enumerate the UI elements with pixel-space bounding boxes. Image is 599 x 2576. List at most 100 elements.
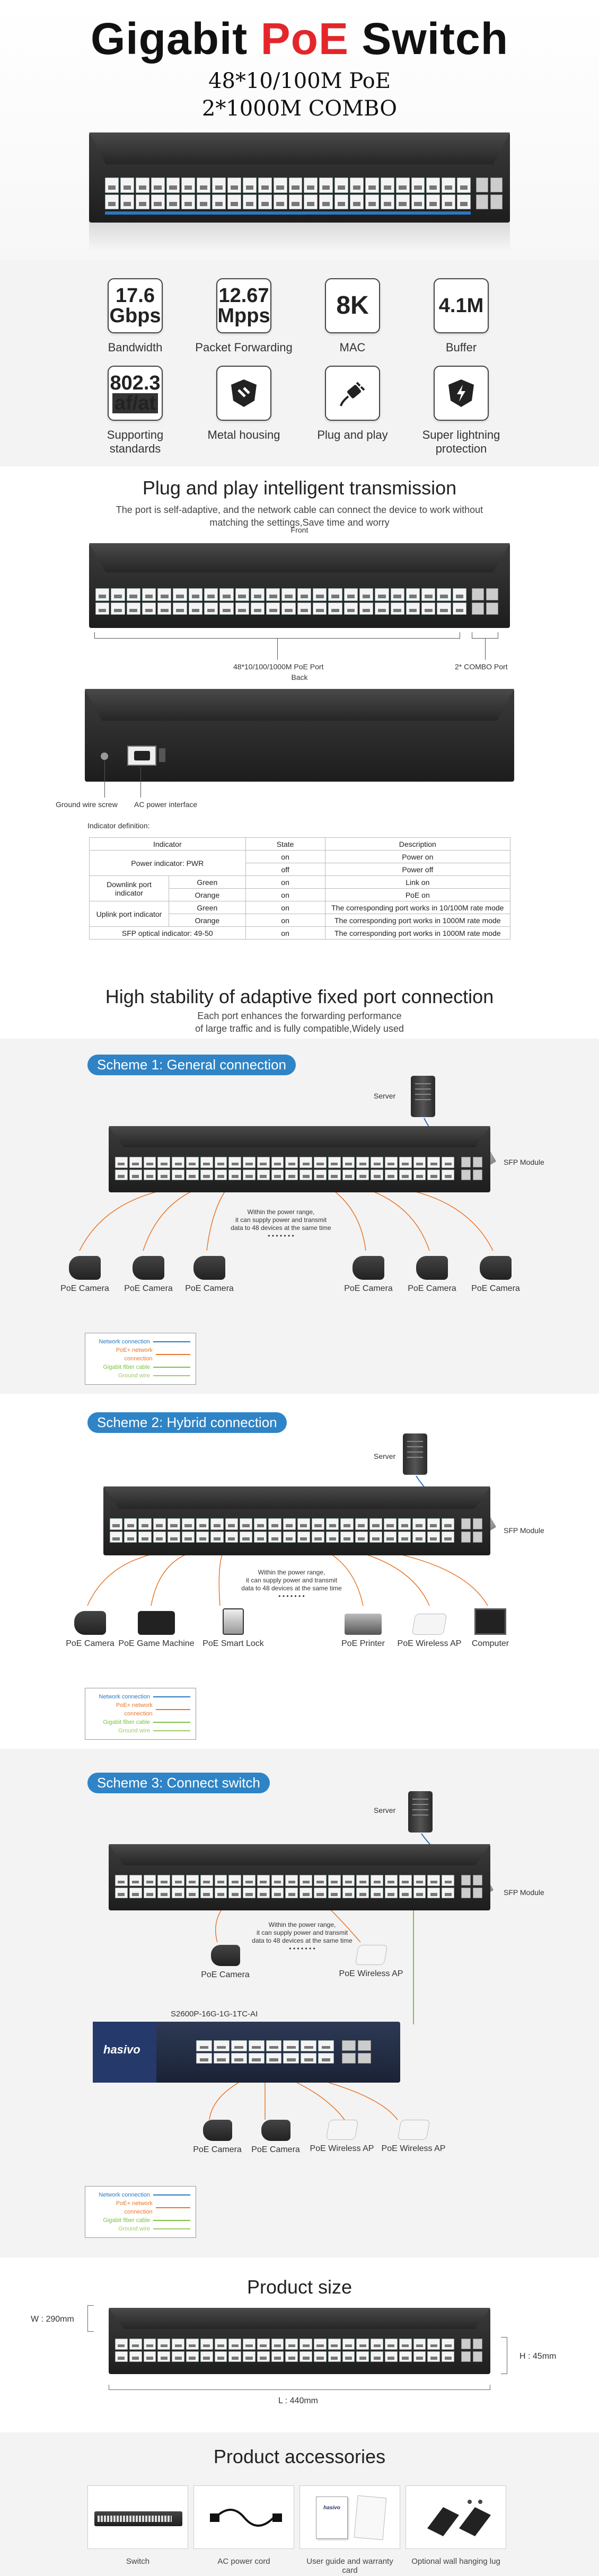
rj45-port	[204, 602, 218, 615]
rj45-port	[124, 1531, 137, 1543]
rj45-port	[173, 588, 187, 601]
rj45-port	[283, 2040, 300, 2051]
rj45-port	[342, 1887, 355, 1898]
ac-label: AC power interface	[134, 800, 198, 809]
rj45-port	[380, 194, 394, 209]
rj45-port	[427, 2339, 441, 2350]
rj45-port	[383, 1518, 397, 1530]
section-title: Product size	[246, 2276, 353, 2298]
rj45-port	[166, 178, 180, 193]
rj45-port	[115, 2351, 128, 2362]
wireless-ap-icon	[325, 2120, 358, 2140]
rj45-port	[369, 1531, 382, 1543]
feature-label: MAC	[339, 341, 366, 354]
rj45-port	[157, 2339, 171, 2350]
rj45-port	[457, 178, 471, 193]
switch-front-image	[89, 132, 510, 223]
rj45-port	[285, 1887, 298, 1898]
rj45-port	[225, 1531, 238, 1543]
rj45-port	[385, 1157, 398, 1168]
scheme-1-section: Scheme 1: General connection Server SFP …	[0, 1039, 599, 1394]
rj45-port	[421, 602, 436, 615]
rj45-port	[181, 178, 196, 193]
printer-icon	[345, 1614, 382, 1635]
rj45-port	[214, 2339, 227, 2350]
rj45-port	[314, 2339, 327, 2350]
rj45-port	[129, 2351, 142, 2362]
camera-icon	[210, 1945, 240, 1966]
rj45-port	[297, 588, 312, 601]
rj45-port	[371, 1875, 384, 1886]
rj45-port	[328, 1157, 341, 1168]
rj45-port	[227, 194, 241, 209]
rj45-port	[257, 2351, 270, 2362]
rj45-port	[319, 194, 333, 209]
rj45-port	[115, 1887, 128, 1898]
rj45-port	[442, 2351, 454, 2362]
feature-label: Packet Forwarding	[195, 341, 293, 354]
game-console-icon	[138, 1611, 175, 1635]
connection-lines	[209, 1833, 472, 2120]
rj45-port	[313, 588, 327, 601]
rj45-port	[186, 1875, 199, 1886]
rj45-port	[250, 602, 265, 615]
table-cell: Green	[169, 875, 246, 889]
rj45-port	[300, 1887, 313, 1898]
rj45-port	[395, 194, 410, 209]
rj45-port	[301, 2052, 317, 2064]
rj45-port	[390, 602, 404, 615]
rj45-port	[371, 1887, 384, 1898]
rj45-port	[210, 1531, 224, 1543]
wireless-ap-icon	[397, 2120, 430, 2140]
device-poe-camera: PoE Camera	[188, 2120, 246, 2155]
rj45-port	[380, 178, 394, 193]
table-cell: Power indicator: PWR	[89, 850, 246, 876]
camera-icon	[261, 2120, 290, 2141]
rj45-port	[442, 178, 456, 193]
rj45-port	[427, 2351, 441, 2362]
rj45-port	[124, 1518, 137, 1530]
rj45-port	[406, 588, 420, 601]
rj45-port	[138, 1518, 152, 1530]
rj45-port	[442, 2339, 454, 2350]
rj45-port	[328, 1169, 341, 1180]
rj45-port	[243, 1169, 256, 1180]
rj45-port	[257, 2339, 270, 2350]
rj45-port	[242, 178, 257, 193]
table-header: Indicator	[89, 837, 246, 851]
rj45-port	[437, 588, 451, 601]
rj45-port	[243, 1157, 256, 1168]
rj45-port	[157, 2351, 171, 2362]
device-poe-camera: PoE Camera	[466, 1256, 525, 1294]
rj45-port	[442, 1875, 454, 1886]
rj45-port	[412, 1531, 426, 1543]
wireless-ap-icon	[411, 1614, 447, 1635]
height-label: H : 45mm	[519, 2352, 557, 2361]
rj45-port	[411, 194, 425, 209]
rj45-port	[167, 1531, 181, 1543]
rj45-port	[142, 602, 156, 615]
section-title: High stability of adaptive fixed port co…	[105, 986, 494, 1007]
rj45-port-grid	[115, 2339, 454, 2362]
ac-power-socket	[127, 746, 156, 766]
rj45-port	[442, 1157, 454, 1168]
table-cell: PoE on	[324, 888, 511, 901]
switch-brand-panel	[93, 2022, 156, 2083]
power-switch	[159, 748, 165, 762]
rj45-port	[235, 588, 249, 601]
table-row: Orange on The corresponding port works i…	[90, 914, 511, 927]
rj45-port-grid	[196, 2040, 334, 2064]
rj45-port	[95, 602, 110, 615]
wall-bracket-icon	[427, 2500, 491, 2536]
camera-icon	[202, 2120, 232, 2141]
rj45-port	[115, 2339, 128, 2350]
rj45-port	[371, 1169, 384, 1180]
rj45-port	[442, 194, 456, 209]
feature-value: 4.1M	[438, 295, 484, 317]
rj45-port	[214, 1169, 227, 1180]
rj45-port	[228, 1887, 242, 1898]
rj45-port	[365, 194, 379, 209]
